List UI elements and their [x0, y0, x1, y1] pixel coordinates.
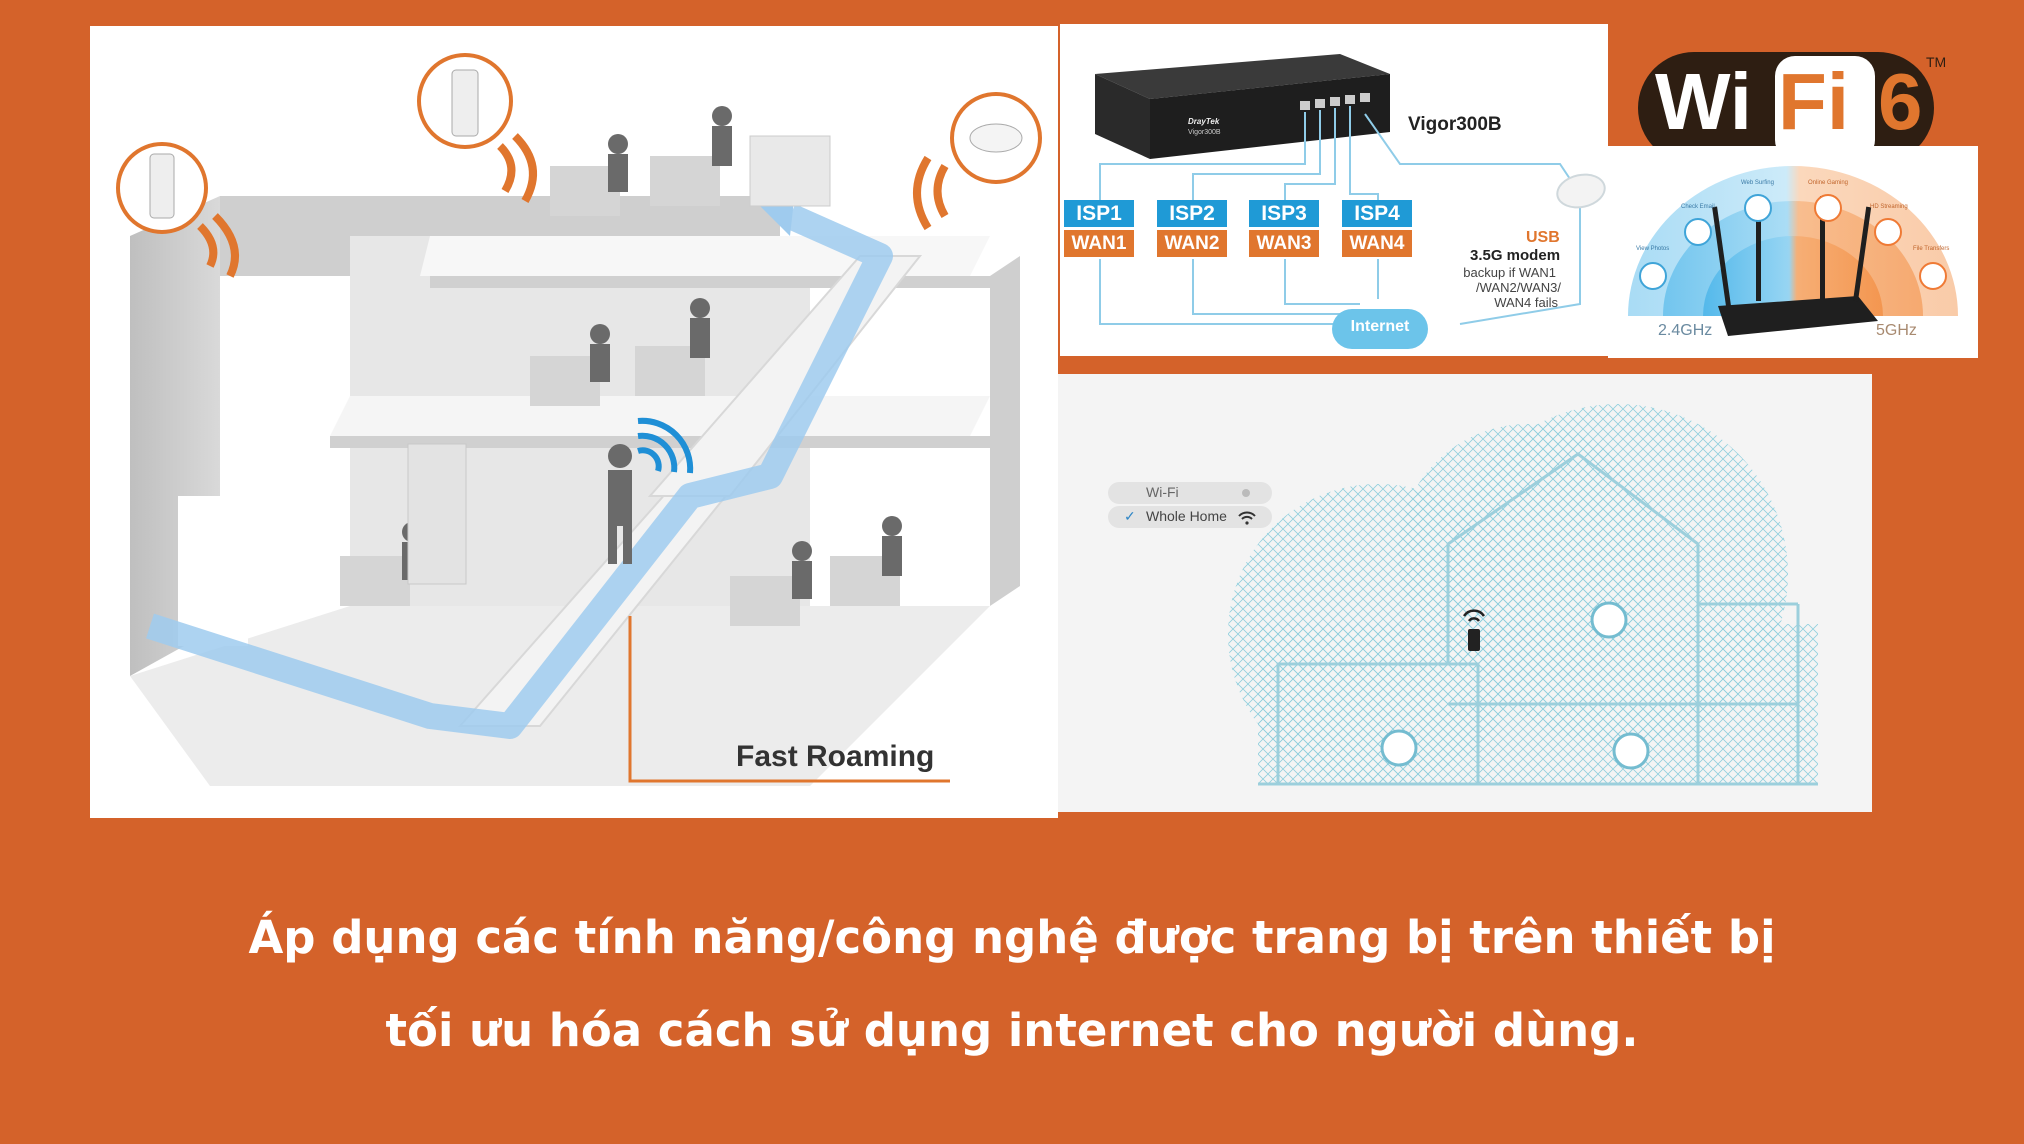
dual-band-drawing [1628, 166, 1958, 336]
modem-line-2: /WAN2/WAN3/ [1476, 280, 1561, 295]
middle-floor [330, 396, 990, 436]
whole-home-mesh-illustration: Wi-Fi ✓ Whole Home [1058, 374, 1872, 812]
wifi6-logo-wi: Wi [1655, 57, 1753, 146]
caption-line-1: Áp dụng các tính năng/công nghệ được tra… [248, 911, 1776, 964]
internet-cloud [1332, 309, 1428, 349]
wan-label-4: WAN4 [1342, 230, 1412, 257]
access-point-icon-left [116, 142, 239, 278]
mesh-node-icon [1380, 601, 1650, 770]
access-point-icon-right [913, 92, 1042, 231]
multi-wan-diagram: DrayTek Vigor300B Vigor300B ISP1 ISP2 IS… [1060, 24, 1608, 356]
check-icon: ✓ [1124, 508, 1136, 524]
access-point-icon-middle [417, 53, 537, 203]
band-label-2-4ghz: 2.4GHz [1658, 322, 1713, 339]
usb-label: USB [1526, 229, 1560, 246]
wifi6-logo-trademark: TM [1926, 54, 1947, 70]
building-drawing [116, 53, 1042, 786]
wifi-option-dot-icon [1242, 489, 1250, 497]
router-front [1150, 74, 1390, 159]
whole-home-option-label: Whole Home [1146, 508, 1227, 524]
usage-icons [1639, 194, 1947, 290]
roaming-illustration: Fast Roaming [90, 26, 1058, 818]
isp-label-4: ISP4 [1342, 200, 1412, 227]
house-outline [1258, 452, 1818, 786]
wifi-option-label: Wi-Fi [1146, 484, 1179, 500]
doorway [178, 496, 248, 646]
wan-label-3: WAN3 [1249, 230, 1319, 257]
wan-label-2: WAN2 [1157, 230, 1227, 257]
server-rack [407, 443, 467, 585]
dual-band-router-illustration: View Photos Check Email Web Surfing Onli… [1608, 146, 1978, 358]
wifi-signal-icon [637, 417, 694, 474]
modem-line-1: backup if WAN1 [1463, 265, 1556, 280]
modem-title: 3.5G modem [1470, 247, 1561, 264]
use-label-streaming: HD Streaming [1870, 204, 1908, 210]
use-label-web: Web Surfing [1741, 180, 1774, 186]
wan-links [1099, 106, 1581, 325]
multi-wan-drawing [1095, 54, 1581, 325]
roaming-path [146, 204, 893, 739]
use-label-email: Check Email [1681, 204, 1715, 210]
office-workers [340, 106, 902, 626]
isp-label-1: ISP1 [1064, 200, 1134, 227]
isp-label-2: ISP2 [1157, 200, 1227, 227]
whole-home-option[interactable] [1108, 506, 1272, 528]
wan-label-1: WAN1 [1064, 230, 1134, 257]
router-brand: DrayTek [1188, 117, 1220, 126]
isp-label-3: ISP3 [1249, 200, 1319, 227]
mesh-drawing [1228, 404, 1818, 786]
router-model-small: Vigor300B [1188, 129, 1221, 136]
use-label-files: File Transfers [1913, 246, 1950, 252]
mesh-coverage [1228, 404, 1818, 784]
band-label-5ghz: 5GHz [1876, 322, 1917, 339]
wifi-small-icon [1238, 511, 1256, 525]
wifi-option[interactable] [1108, 482, 1272, 504]
phone-wifi-icon [1462, 609, 1486, 651]
use-label-gaming: Online Gaming [1808, 180, 1849, 186]
router-icon [1712, 196, 1878, 336]
label-callout-line [628, 616, 950, 783]
wifi6-logo-fi: Fi [1778, 57, 1850, 146]
use-label-photos: View Photos [1636, 246, 1670, 252]
router-model-label: Vigor300B [1408, 114, 1502, 135]
wifi6-logo-number: 6 [1878, 57, 1923, 146]
wifi6-logo-fi-box [1775, 56, 1875, 160]
internet-label: Internet [1350, 318, 1410, 335]
modem-line-3: WAN4 fails [1494, 295, 1558, 310]
caption-line-2: tối ưu hóa cách sử dụng internet cho ngư… [385, 1004, 1639, 1057]
fast-roaming-label: Fast Roaming [736, 740, 935, 773]
